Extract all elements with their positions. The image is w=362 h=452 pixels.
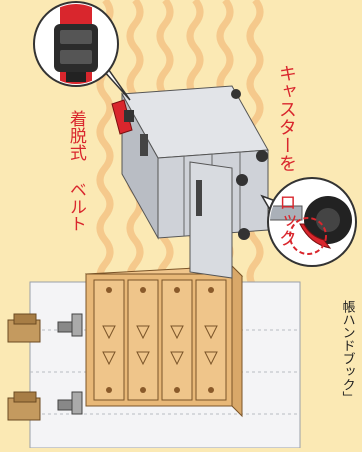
source-caption: 帳ハンドブック」 bbox=[339, 300, 355, 404]
caster-zoom bbox=[260, 177, 357, 267]
belt-label-line1: 着脱式 bbox=[65, 110, 86, 161]
chest-of-drawers-icon bbox=[84, 264, 244, 418]
belt-label-line2: ベルト bbox=[65, 181, 86, 232]
belt-buckle-icon bbox=[54, 4, 98, 84]
caster-label-line2: ロック bbox=[275, 193, 297, 247]
belt-label: 着脱式 ベルト bbox=[65, 110, 86, 232]
file-cabinet-icon bbox=[121, 85, 269, 279]
caster-label: キャスターを ロック bbox=[275, 64, 297, 247]
caster-wheel-icon bbox=[270, 196, 352, 255]
belt-buckle-zoom bbox=[33, 1, 131, 101]
belt-strap-icon bbox=[111, 99, 134, 135]
wall-blocks bbox=[7, 313, 41, 421]
caster-label-line1: キャスターを bbox=[275, 64, 297, 172]
l-bracket-icons bbox=[57, 313, 83, 415]
